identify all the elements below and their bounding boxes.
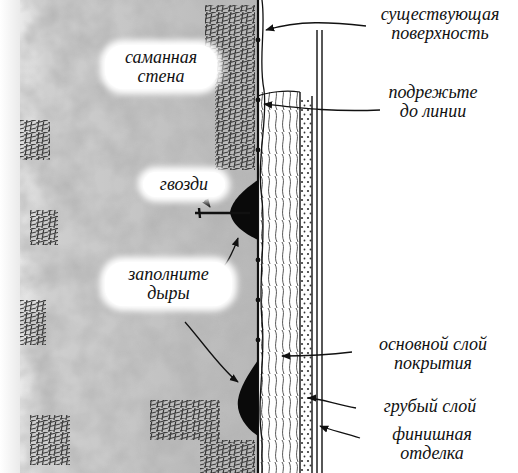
nails-label: гвозди [143, 172, 225, 197]
layer-label: основной слой покрытия [352, 334, 514, 374]
layer-label: финишная отделка [362, 424, 502, 464]
layer-label: грубый слой [358, 396, 502, 417]
holes-label: заполните дыры [105, 262, 232, 306]
surface-label: существующая поверхность [366, 4, 514, 44]
cut-label: подрежьте до линии [382, 82, 484, 122]
wall-label: саманная стена [105, 45, 217, 89]
